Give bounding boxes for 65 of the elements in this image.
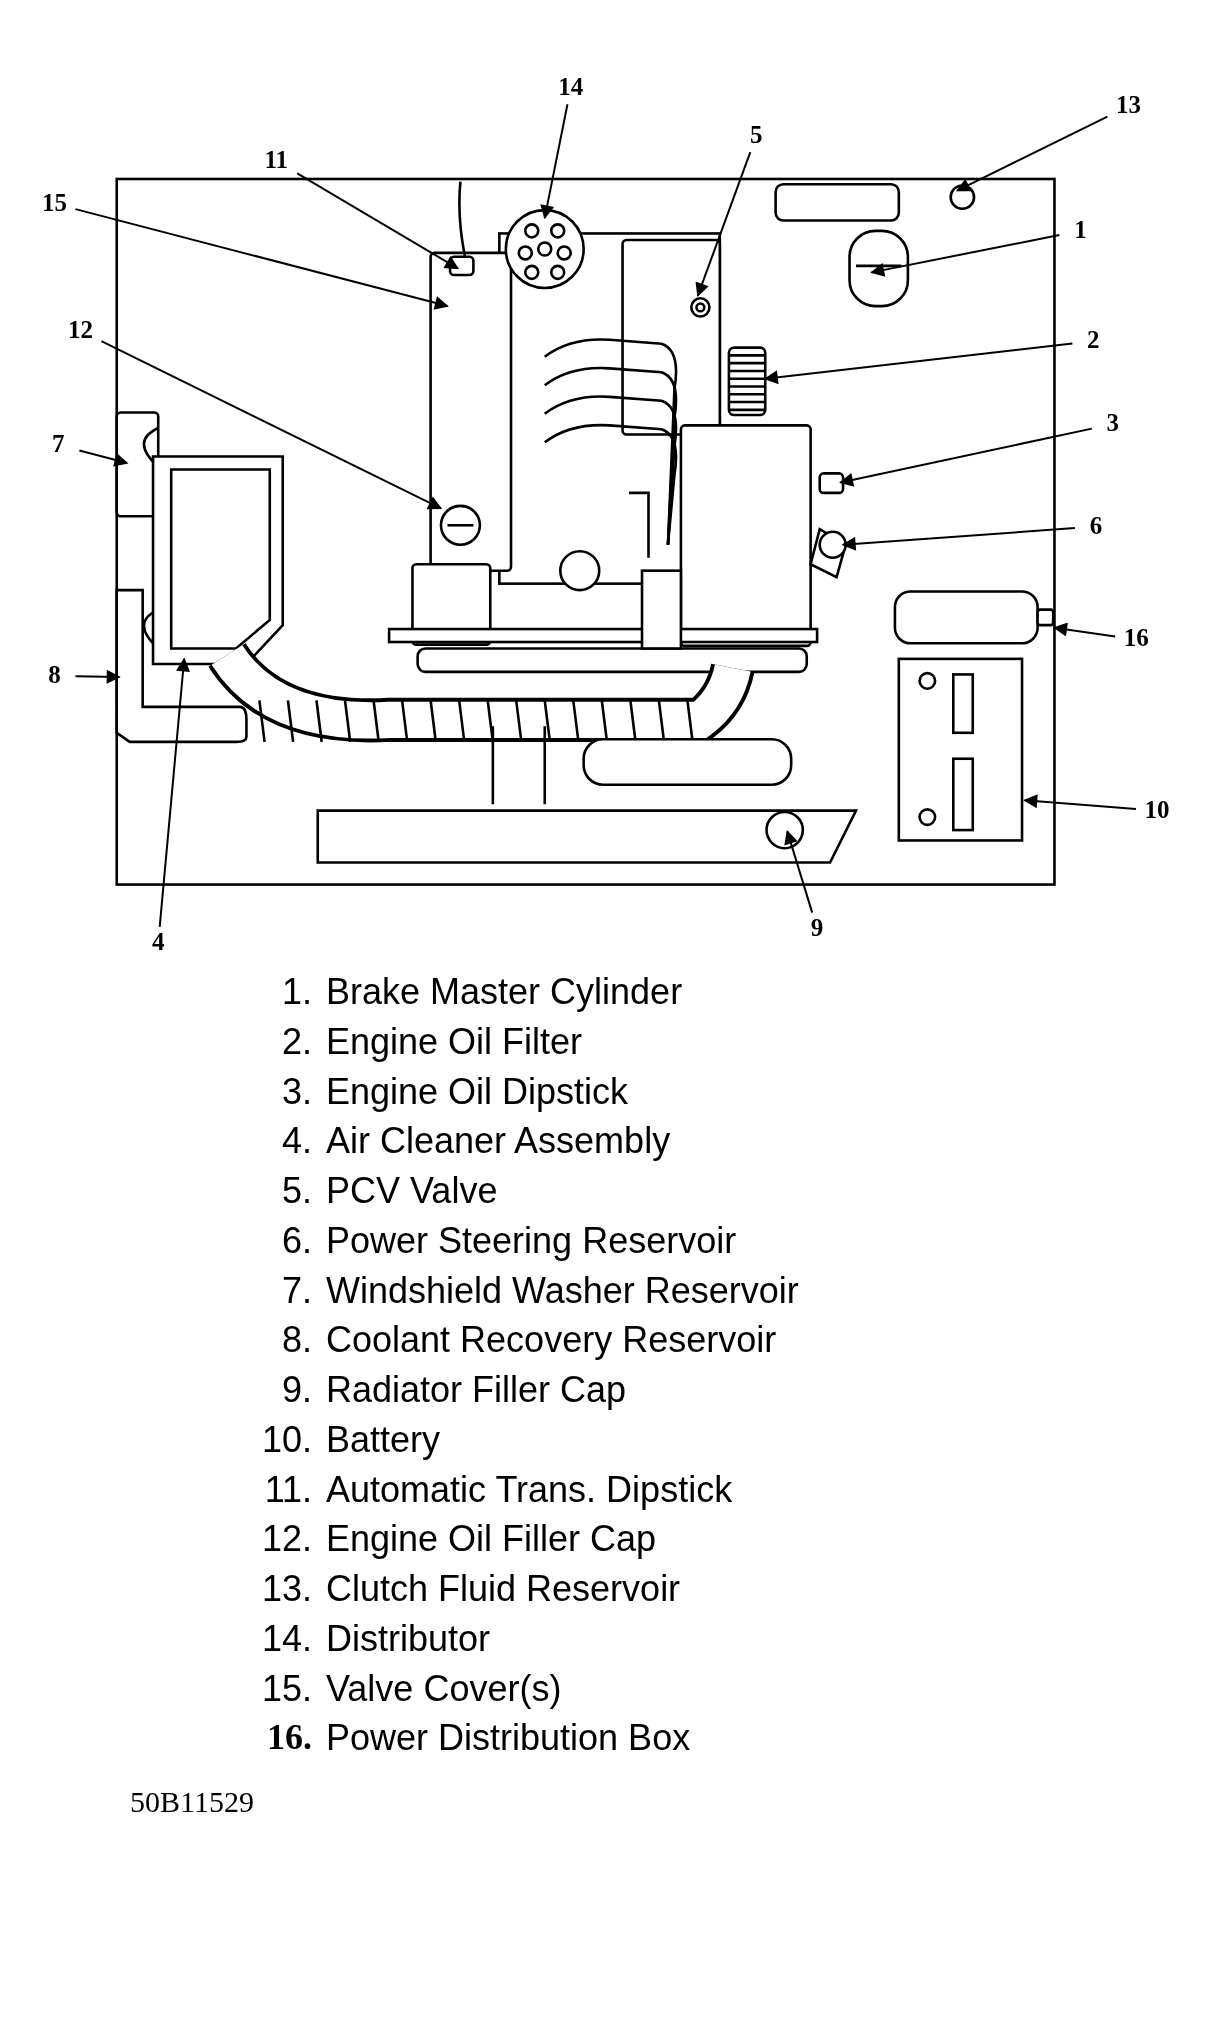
callout-number: 5 xyxy=(736,121,777,152)
key-number: 16. xyxy=(267,1716,312,1759)
leader-line xyxy=(78,449,129,467)
leader-line xyxy=(74,208,449,310)
key-number: 8. xyxy=(281,1318,312,1363)
part-name: Distributor xyxy=(326,1616,491,1661)
leader-line xyxy=(839,427,1093,487)
key-number: 9. xyxy=(281,1368,312,1412)
key-number: 12. xyxy=(261,1517,312,1562)
leader-line xyxy=(841,527,1076,551)
callout-number: 12 xyxy=(60,315,101,346)
callout-number: 10 xyxy=(1136,795,1177,826)
key-number: 4. xyxy=(281,1119,312,1164)
callout-number: 6 xyxy=(1075,511,1116,542)
key-number: 3. xyxy=(281,1069,312,1114)
leader-line xyxy=(955,115,1109,192)
part-name: PCV Valve xyxy=(326,1169,498,1213)
callout-number: 8 xyxy=(34,660,75,691)
callout-number: 3 xyxy=(1092,409,1133,440)
leader-line xyxy=(870,234,1061,277)
part-name: Engine Oil Filler Cap xyxy=(326,1517,657,1562)
part-name: Battery xyxy=(326,1417,441,1462)
part-name: Power Steering Reservoir xyxy=(326,1218,737,1263)
callout-number: 14 xyxy=(550,73,591,104)
leader-line xyxy=(1023,794,1137,810)
key-number: 14. xyxy=(261,1616,312,1661)
leader-line xyxy=(100,340,443,510)
callout-number: 1 xyxy=(1060,215,1101,246)
callout-number: 11 xyxy=(256,145,297,176)
part-name: Engine Oil Dipstick xyxy=(326,1069,629,1114)
leader-line xyxy=(158,657,190,928)
leader-line xyxy=(695,151,752,298)
callout-number: 2 xyxy=(1073,326,1114,357)
key-number: 15. xyxy=(261,1666,312,1711)
key-number: 5. xyxy=(281,1169,312,1213)
key-number: 2. xyxy=(281,1019,312,1064)
key-number: 10. xyxy=(261,1417,312,1462)
key-number: 11. xyxy=(264,1467,312,1512)
part-name: Brake Master Cylinder xyxy=(326,970,683,1014)
part-name: Automatic Trans. Dipstick xyxy=(326,1467,733,1512)
key-number: 6. xyxy=(281,1218,312,1263)
leader-line xyxy=(296,172,460,270)
leader-line xyxy=(540,103,569,220)
key-number: 7. xyxy=(281,1268,312,1313)
part-name: Power Distribution Box xyxy=(326,1716,691,1761)
key-number: 13. xyxy=(261,1567,312,1611)
callout-number: 13 xyxy=(1108,91,1149,122)
callout-number: 16 xyxy=(1116,624,1157,655)
leader-line xyxy=(784,830,814,914)
part-name: Coolant Recovery Reservoir xyxy=(326,1318,777,1363)
leader-line xyxy=(1053,622,1117,638)
callout-number: 9 xyxy=(797,913,838,944)
leader-line xyxy=(763,342,1074,385)
part-name: Engine Oil Filter xyxy=(326,1019,583,1064)
part-name: Radiator Filler Cap xyxy=(326,1368,627,1412)
callout-number: 15 xyxy=(34,188,75,219)
callout-number: 7 xyxy=(38,429,79,460)
part-name: Air Cleaner Assembly xyxy=(326,1119,671,1164)
part-name: Windshield Washer Reservoir xyxy=(326,1268,799,1313)
key-number: 1. xyxy=(281,970,312,1014)
leader-line xyxy=(74,669,121,684)
part-name: Valve Cover(s) xyxy=(326,1666,562,1711)
part-name: Clutch Fluid Reservoir xyxy=(326,1567,681,1611)
callout-number: 4 xyxy=(138,927,179,958)
figure-code: 50B11529 xyxy=(130,1785,254,1819)
